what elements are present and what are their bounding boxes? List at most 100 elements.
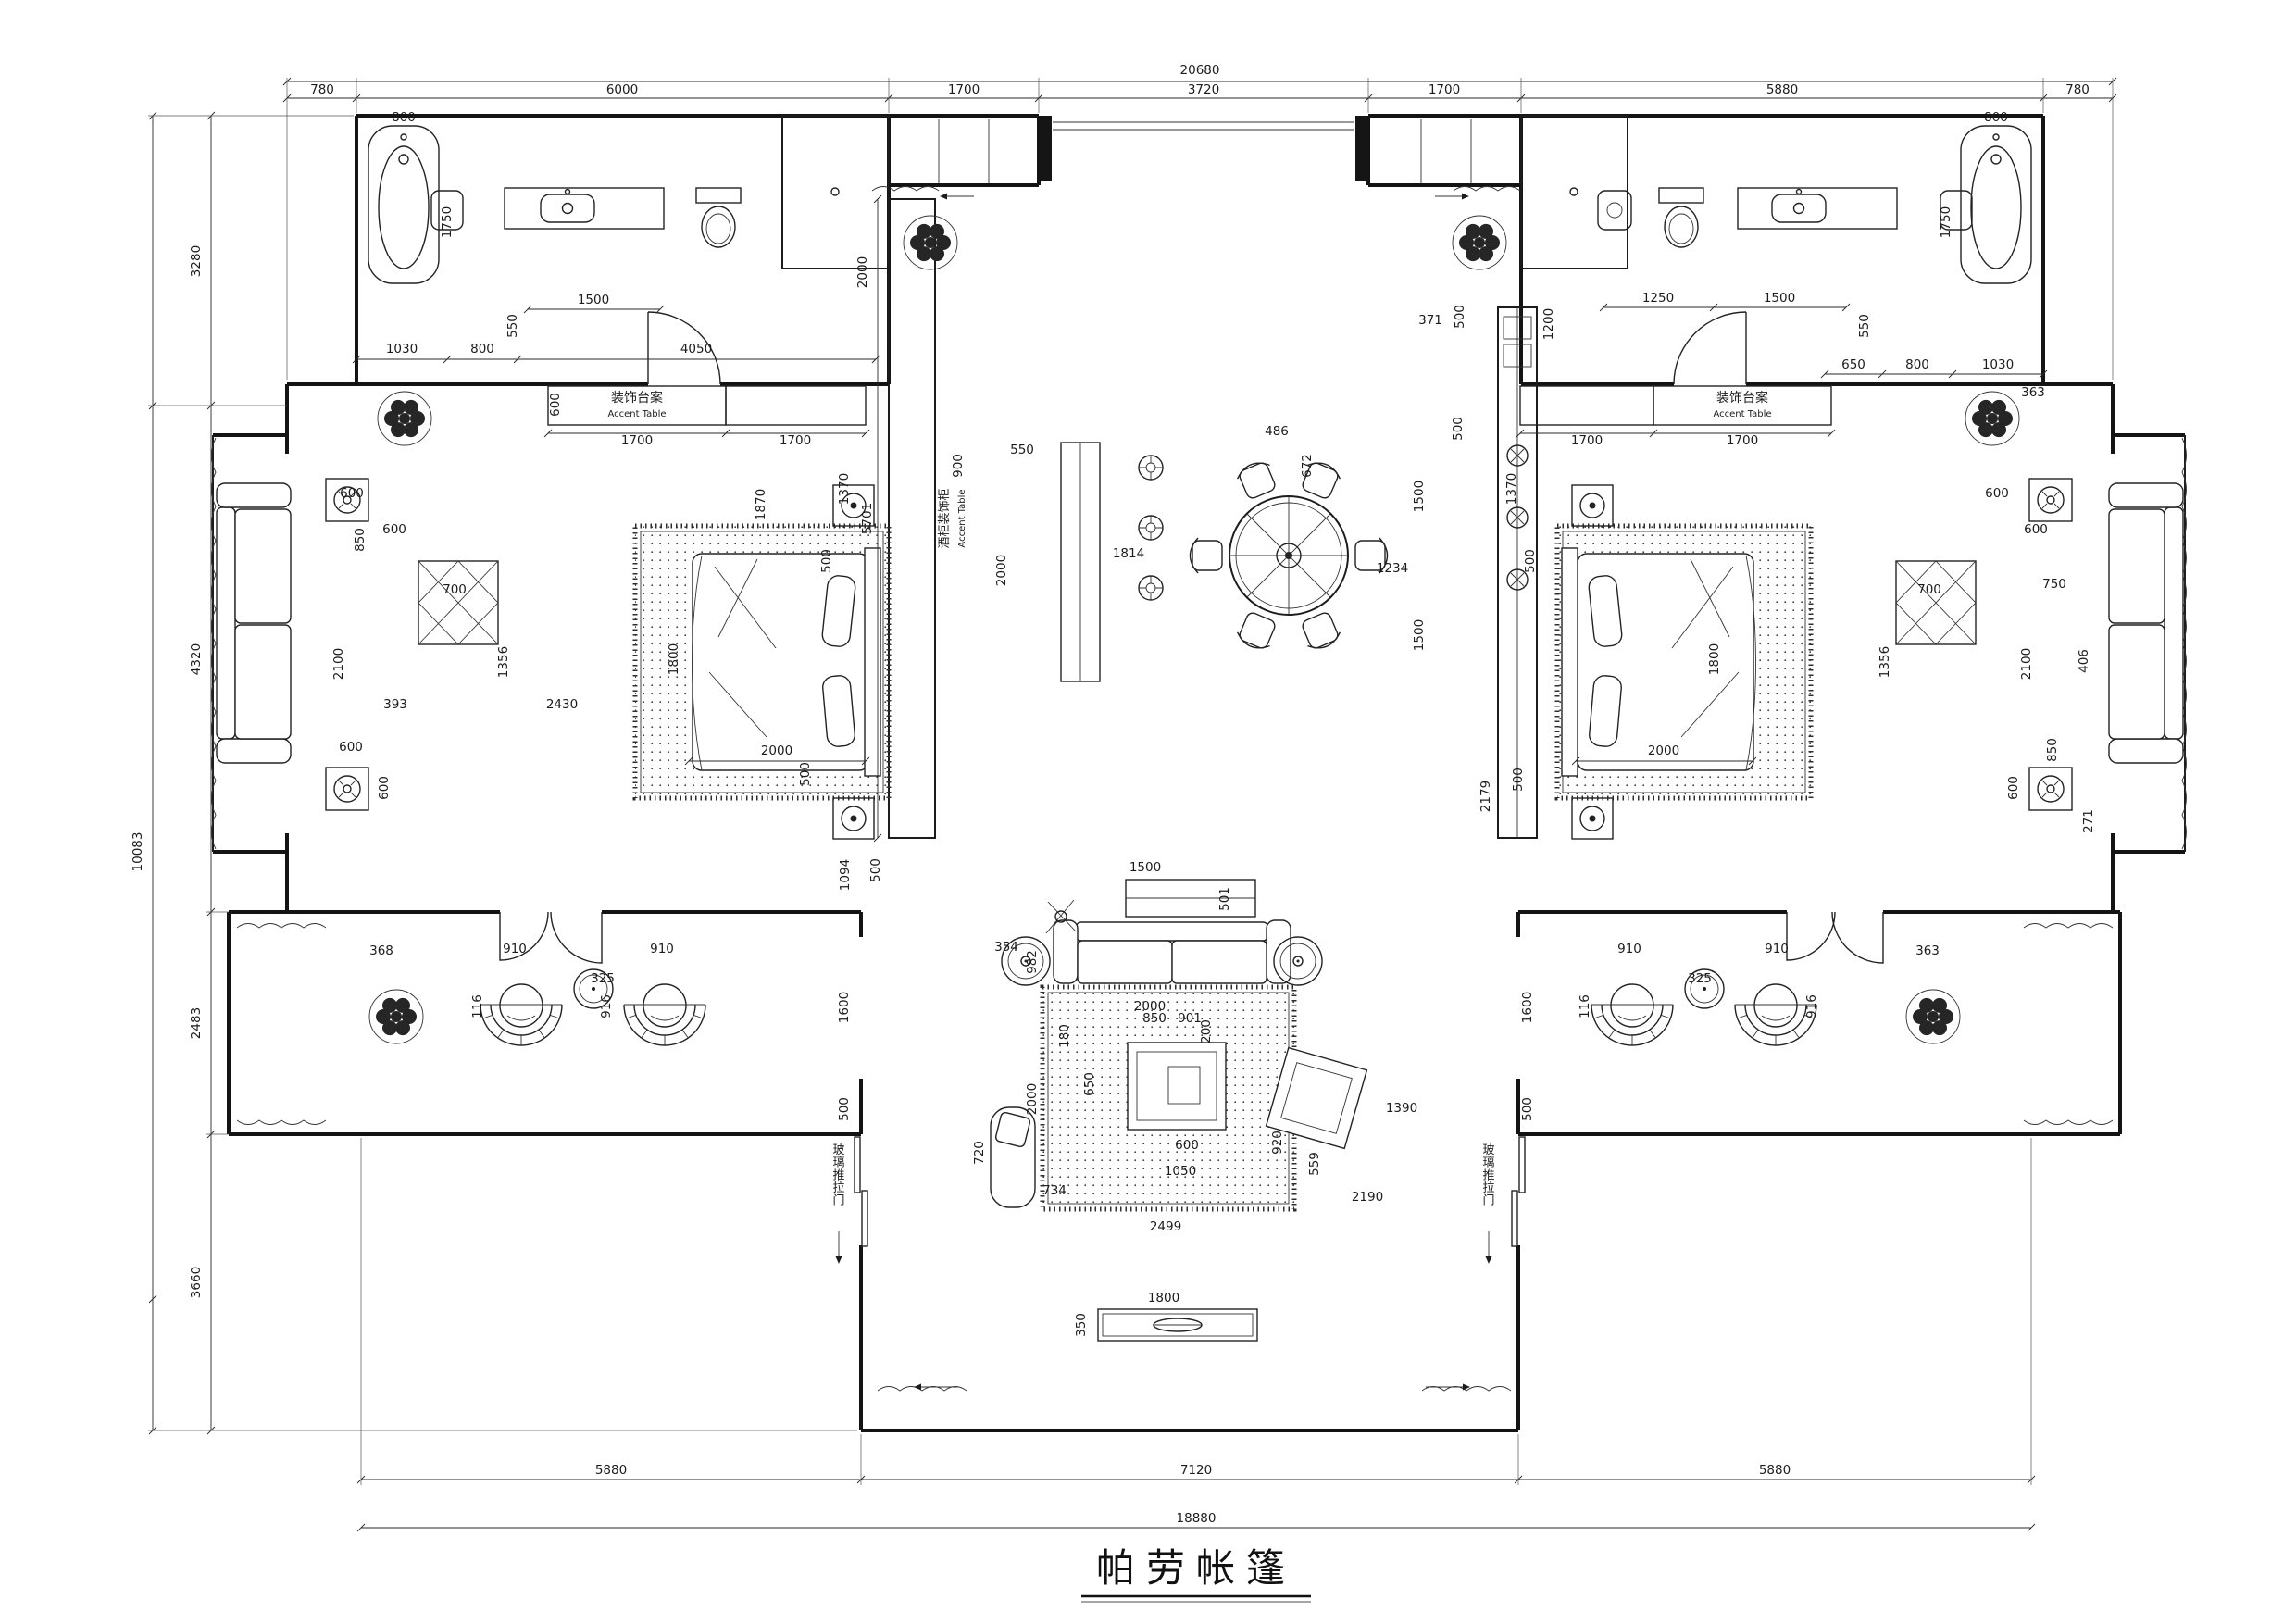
decor-cabinet-left <box>418 560 499 645</box>
dim-label: Accent Table <box>957 489 967 547</box>
dim-label: 500 <box>1523 549 1538 573</box>
chaise-bench <box>990 1106 1036 1208</box>
dim-label: 371 <box>1418 313 1442 328</box>
dim-label: 116 <box>1578 994 1592 1018</box>
shower-right <box>1520 115 1628 269</box>
coffee-table <box>1127 1042 1227 1131</box>
dim-label: 910 <box>1765 942 1789 956</box>
dim-label: 600 <box>339 740 363 755</box>
dim-label: 1870 <box>754 489 768 520</box>
dimension-lines <box>148 77 2117 1532</box>
dim-label: 116 <box>470 994 485 1018</box>
dim-label: 1500 <box>1412 481 1427 512</box>
dim-label: 650 <box>1841 357 1866 372</box>
dim-label: 1094 <box>838 859 853 891</box>
dim-label: 2430 <box>546 697 578 712</box>
dim-label: 354 <box>994 940 1018 955</box>
glass-sliding-door-left[interactable] <box>835 1136 868 1264</box>
dim-label: 1700 <box>1727 433 1758 448</box>
dim-label: 910 <box>650 942 674 956</box>
dim-label: 600 <box>382 522 406 537</box>
dining-table <box>1229 495 1349 616</box>
dim-label: 酒柜装饰柜 <box>938 488 952 548</box>
dim-label: 2100 <box>2019 648 2034 680</box>
dim-label: 910 <box>1617 942 1641 956</box>
dim-label: 500 <box>1451 417 1466 441</box>
dim-label: 2483 <box>189 1007 204 1039</box>
dim-label: 7120 <box>1180 1463 1212 1478</box>
dim-label: 750 <box>2042 577 2066 592</box>
dim-label: 501 <box>1217 887 1232 911</box>
dim-label: 734 <box>1042 1183 1067 1198</box>
stool-left <box>430 190 464 231</box>
dim-label: 1800 <box>1707 643 1722 675</box>
dim-label: 180 <box>1057 1024 1072 1048</box>
dim-label: 5880 <box>595 1463 627 1478</box>
dim-label: 1250 <box>1642 291 1674 306</box>
hall-console-table <box>1060 442 1101 682</box>
stool-right <box>1940 190 1973 231</box>
dim-label: 500 <box>819 549 834 573</box>
dim-label: 玻璃推拉门 <box>1482 1143 1494 1208</box>
pillow <box>1589 675 1622 747</box>
entry-column-right <box>1355 116 1368 181</box>
dim-label: 玻璃推拉门 <box>832 1143 844 1208</box>
dining-chair[interactable] <box>1189 537 1223 574</box>
bathtub-right <box>1960 125 2032 284</box>
drawing-title: 帕劳帐篷 <box>1096 1545 1296 1591</box>
dim-label: 2000 <box>1025 1083 1040 1115</box>
dim-label: 368 <box>369 943 393 958</box>
dim-label: 3660 <box>189 1267 204 1298</box>
toilet-right <box>1658 187 1704 248</box>
glass-sliding-door-right[interactable] <box>1485 1136 1526 1264</box>
entry-column-left <box>1039 116 1052 181</box>
dim-label: 700 <box>1917 582 1941 597</box>
wine-cabinet-strip <box>888 198 936 839</box>
dim-label: 2000 <box>994 555 1009 586</box>
dim-label: 1500 <box>1129 860 1161 875</box>
dim-label: 910 <box>503 942 527 956</box>
dim-label: 1500 <box>1764 291 1795 306</box>
dim-label: 800 <box>392 110 416 125</box>
dim-label: 800 <box>1905 357 1929 372</box>
accent-console-right <box>1653 385 1832 426</box>
dim-label: 650 <box>1082 1072 1097 1096</box>
bed-right <box>1554 523 1814 801</box>
dim-label: 1500 <box>1412 619 1427 651</box>
dim-label: 325 <box>1688 971 1712 986</box>
dim-label: 700 <box>443 582 467 597</box>
console-behind-sofa <box>1125 879 1256 918</box>
dim-label: Accent Table <box>607 409 666 419</box>
dim-label: 600 <box>1175 1138 1199 1153</box>
vanity-left <box>504 187 665 230</box>
dim-label: 1234 <box>1377 561 1408 576</box>
dim-label: 3280 <box>189 245 204 277</box>
dim-label: 325 <box>591 971 615 986</box>
door-swings[interactable] <box>499 311 1884 964</box>
dim-label: 982 <box>1025 950 1040 974</box>
dim-label: 18880 <box>1177 1511 1217 1526</box>
dim-label: 850 <box>1142 1011 1167 1026</box>
dim-label: 1700 <box>621 433 653 448</box>
dim-label: 4320 <box>189 643 204 675</box>
dim-label: 500 <box>837 1097 852 1121</box>
pillow <box>1588 575 1623 647</box>
dim-label: 500 <box>1453 305 1467 329</box>
dim-label: 271 <box>2081 809 2096 833</box>
dim-label: 916 <box>599 994 614 1018</box>
dim-label: 1370 <box>837 473 852 505</box>
dim-label: 2000 <box>855 256 870 288</box>
dim-label: 5880 <box>1759 1463 1791 1478</box>
dim-label: 6000 <box>606 82 638 97</box>
striped-cabinet-left <box>725 385 867 426</box>
dim-label: 5880 <box>1766 82 1798 97</box>
dim-label: 1600 <box>837 992 852 1023</box>
dim-label: 20680 <box>1180 63 1220 78</box>
dim-label: 200 <box>1199 1019 1214 1043</box>
vanity-right <box>1737 187 1898 230</box>
dim-label: 10083 <box>131 832 145 872</box>
dim-label: 1200 <box>1541 308 1556 340</box>
sofa-bay-left <box>216 482 292 764</box>
dim-label: 600 <box>340 486 364 501</box>
